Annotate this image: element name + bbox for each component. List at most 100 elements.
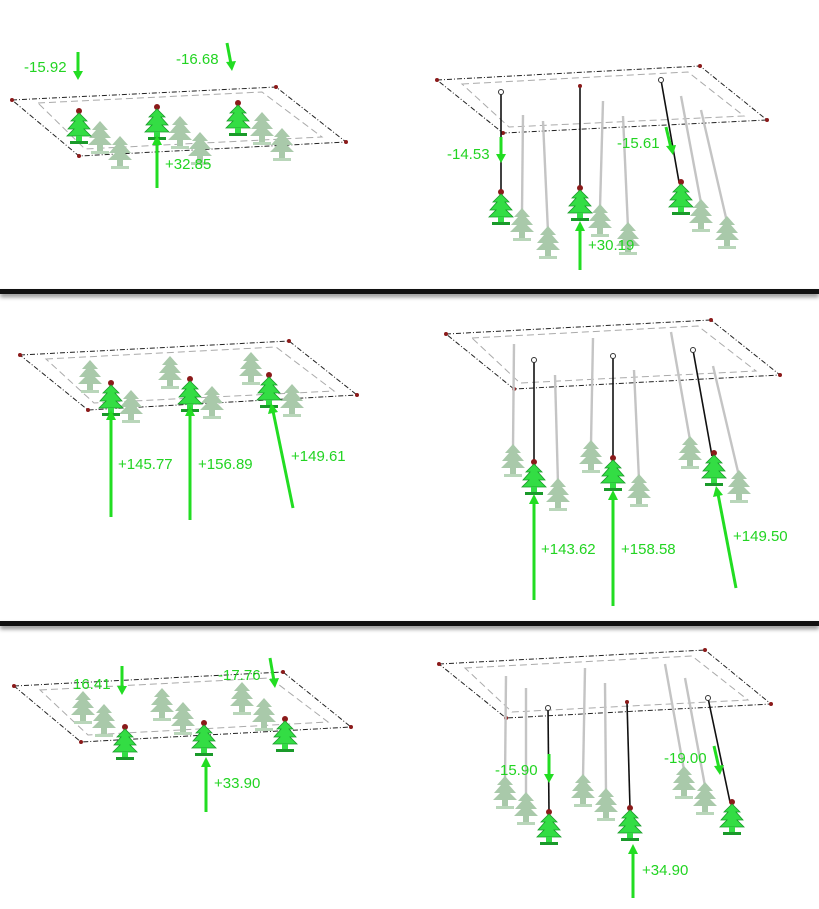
- slab-node: [281, 670, 285, 674]
- post-top-node: [531, 357, 537, 363]
- reaction-arrow: [106, 410, 116, 517]
- reaction-value-label: +33.90: [214, 775, 260, 792]
- load-value-label: -19.00: [664, 750, 707, 767]
- slab-node: [703, 648, 707, 652]
- load-value-label: -16.68: [176, 51, 219, 68]
- support-active: [536, 808, 562, 846]
- support-ghost: [108, 136, 132, 169]
- load-value-label: -15.92: [24, 59, 67, 76]
- support-ghost: [678, 436, 702, 469]
- support-ghost: [119, 390, 143, 423]
- support-ghost: [280, 384, 304, 417]
- post-top-node: [690, 347, 696, 353]
- load-value-label: -15.90: [495, 762, 538, 779]
- slab-node: [765, 118, 769, 122]
- support-ghost: [150, 688, 174, 721]
- slab-node: [444, 332, 448, 336]
- reaction-arrow: [575, 221, 585, 270]
- reaction-value-label: +156.89: [198, 456, 253, 473]
- support-ghost: [71, 691, 95, 724]
- support-ghost: [200, 386, 224, 419]
- load-arrow: [73, 52, 83, 80]
- support-ghost: [78, 360, 102, 393]
- support-post: [621, 115, 630, 229]
- support-ghost: [672, 766, 696, 799]
- support-post: [589, 337, 595, 445]
- reaction-arrow: [201, 757, 211, 812]
- support-active: [617, 804, 643, 842]
- slab-node: [437, 662, 441, 666]
- reaction-value-label: +145.77: [118, 456, 173, 473]
- support-ghost: [514, 792, 538, 825]
- load-value-label: -14.53: [447, 146, 490, 163]
- support-active: [272, 715, 298, 753]
- support-post: [711, 365, 741, 477]
- reaction-arrow: [152, 135, 162, 188]
- slab-node: [355, 393, 359, 397]
- support-ghost: [510, 208, 534, 241]
- support-ghost: [158, 356, 182, 389]
- support-ghost: [594, 788, 618, 821]
- panel-5: 16.41 -17.76 +33.90: [12, 657, 353, 812]
- support-ghost: [715, 216, 739, 249]
- support-post: [581, 667, 587, 779]
- slab-node: [698, 64, 702, 68]
- support-ghost: [689, 199, 713, 232]
- slab-node: [435, 78, 439, 82]
- panel-4: +143.62 +158.58 +149.50: [444, 318, 788, 606]
- support-post-active: [626, 701, 631, 809]
- reaction-value-label: +143.62: [541, 541, 596, 558]
- slab-node: [18, 353, 22, 357]
- support-active: [112, 723, 138, 761]
- support-active: [191, 719, 217, 757]
- slab-inner-outline: [44, 346, 336, 404]
- load-value-label: -17.76: [218, 667, 261, 684]
- post-top-node: [625, 700, 629, 704]
- slab-node: [501, 131, 505, 135]
- support-active: [521, 458, 547, 496]
- load-arrow: [268, 657, 279, 688]
- load-arrow: [664, 126, 676, 155]
- reaction-value-label: +149.61: [291, 448, 346, 465]
- support-post: [553, 374, 560, 485]
- support-post: [603, 682, 608, 793]
- support-ghost: [627, 474, 651, 507]
- support-ghost: [727, 470, 751, 503]
- slab-inner-outline: [463, 655, 750, 713]
- support-ghost: [493, 776, 517, 809]
- slab-node: [344, 140, 348, 144]
- load-value-label: 16.41: [73, 676, 111, 693]
- reaction-value-label: +32.85: [165, 156, 211, 173]
- slab-inner-outline: [460, 71, 746, 128]
- post-top-node: [545, 705, 551, 711]
- slab-node: [778, 373, 782, 377]
- support-ghost: [546, 478, 570, 511]
- support-ghost: [270, 128, 294, 161]
- slab-node: [10, 98, 14, 102]
- reaction-arrow: [628, 844, 638, 898]
- post-top-node: [658, 77, 664, 83]
- support-post-active: [707, 697, 731, 803]
- support-ghost: [588, 204, 612, 237]
- panel-divider-top: [0, 289, 819, 294]
- panel-2: -14.53 -15.61 +30.19: [435, 64, 769, 270]
- panel-6: -15.90 -19.00 +34.90: [437, 648, 773, 898]
- load-value-label: -15.61: [617, 135, 660, 152]
- slab-inner-outline: [36, 91, 324, 150]
- slab-node: [79, 740, 83, 744]
- support-ghost: [501, 444, 525, 477]
- post-top-node: [610, 353, 616, 359]
- support-post: [683, 677, 707, 787]
- support-post-active: [660, 79, 680, 183]
- support-ghost: [92, 704, 116, 737]
- slab-node: [77, 154, 81, 158]
- reaction-arrow: [608, 490, 618, 606]
- load-arrow: [496, 137, 506, 163]
- support-post: [632, 369, 641, 481]
- post-top-node: [498, 89, 504, 95]
- support-post: [669, 331, 692, 441]
- reaction-value-label: +158.58: [621, 541, 676, 558]
- reaction-arrow: [529, 494, 539, 600]
- support-ghost: [693, 782, 717, 815]
